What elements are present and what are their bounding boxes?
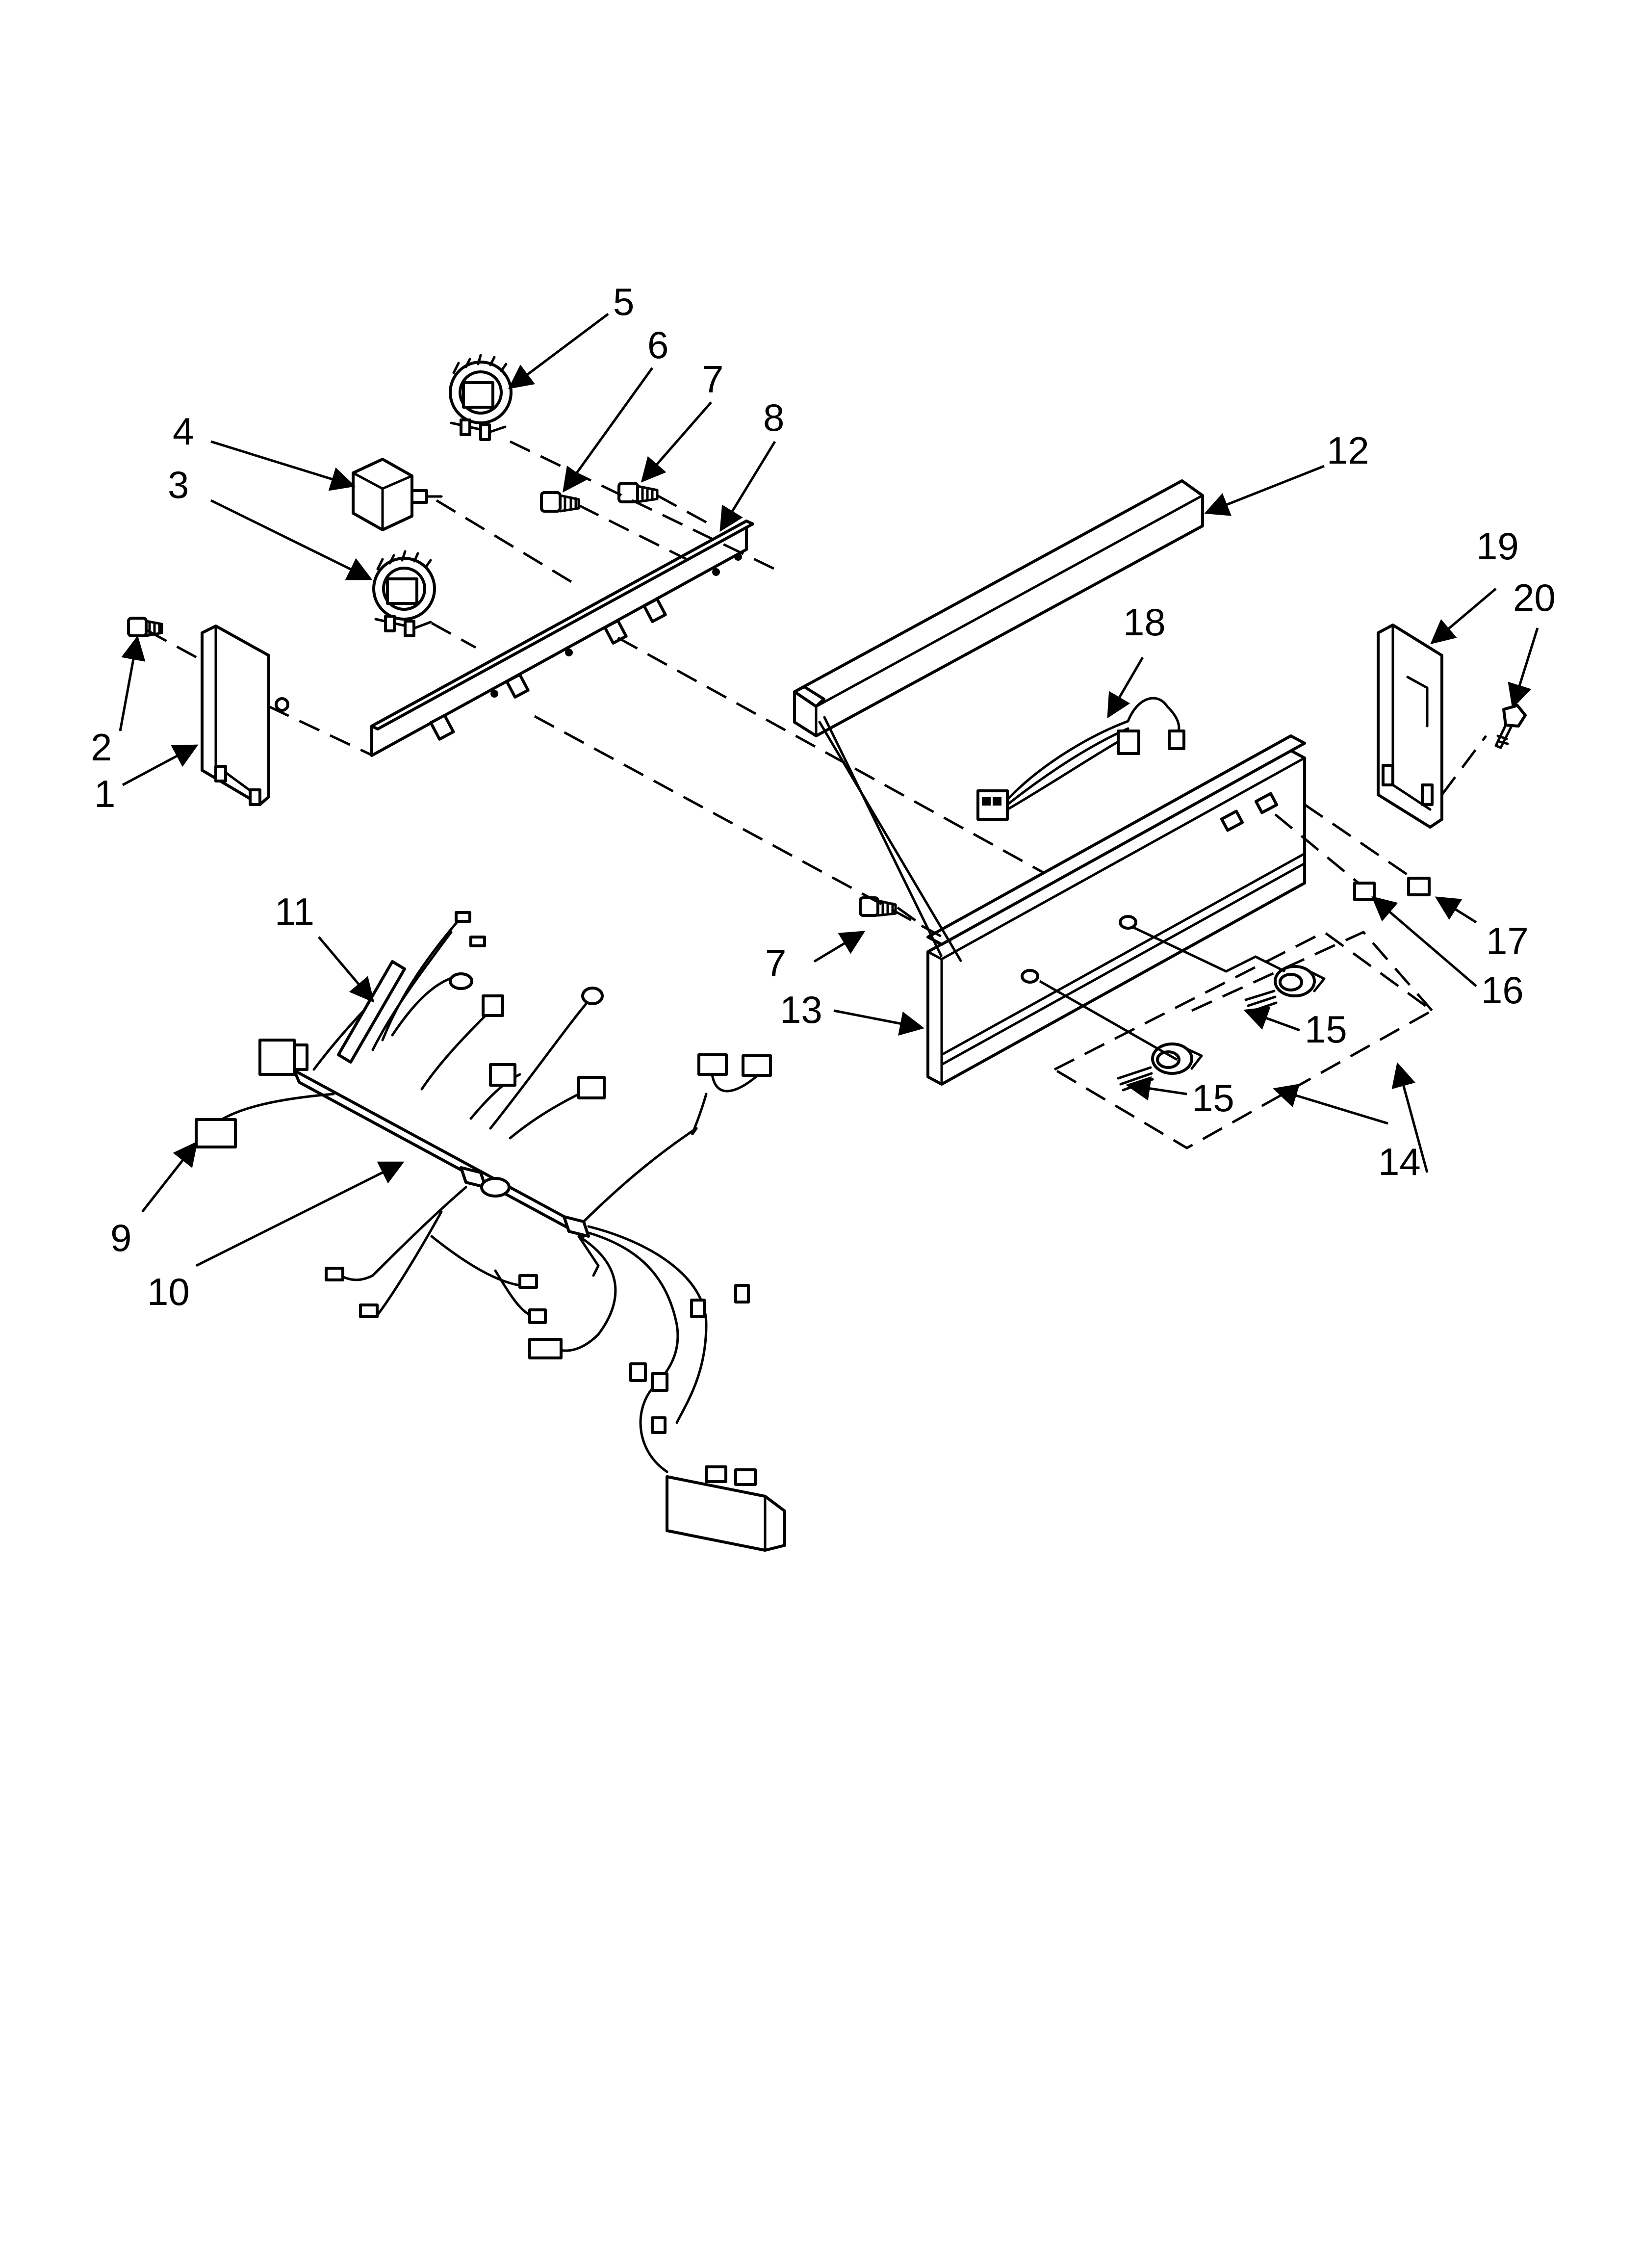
- indicator-light-kit-14: [1052, 930, 1435, 1149]
- callout-8: 8: [763, 396, 784, 439]
- infinite-switch-3: [372, 550, 436, 637]
- assembly-lines: [146, 440, 1487, 1061]
- callout-2: 2: [91, 726, 112, 769]
- main-wire-harness: [195, 911, 786, 1552]
- end-cap-right: [1377, 624, 1443, 829]
- callout-10: 10: [147, 1270, 190, 1313]
- screw-20: [1494, 704, 1527, 749]
- callout-19: 19: [1476, 524, 1519, 568]
- callout-3: 3: [168, 463, 189, 506]
- callout-18: 18: [1123, 600, 1166, 644]
- infinite-switch-5: [449, 354, 513, 441]
- rotary-switch-4: [352, 458, 443, 531]
- wire-harness-18: [976, 697, 1185, 821]
- callout-15-upper: 15: [1305, 1008, 1347, 1051]
- clip-17: [1407, 877, 1431, 896]
- callout-20: 20: [1513, 576, 1556, 619]
- callout-14: 14: [1378, 1140, 1421, 1183]
- clip-16: [1353, 882, 1376, 901]
- callout-9: 9: [110, 1216, 131, 1259]
- screw-7-lower: [859, 896, 897, 917]
- control-bracket: [370, 520, 754, 757]
- callout-6: 6: [647, 323, 668, 366]
- callout-5: 5: [613, 280, 634, 323]
- callout-11: 11: [275, 890, 314, 933]
- callout-13: 13: [780, 988, 822, 1031]
- callout-7-lower: 7: [765, 941, 786, 985]
- screw-2: [127, 617, 163, 637]
- callout-12: 12: [1327, 429, 1369, 472]
- callout-7-upper: 7: [702, 358, 723, 401]
- end-cap-left: [201, 625, 289, 806]
- screw-7-upper: [617, 482, 659, 503]
- callout-numbers: 5 6 7 8 4 3 2 1 12 18 19 20 7 13 15 15 1…: [91, 280, 1556, 1313]
- callout-16: 16: [1481, 968, 1524, 1012]
- callout-17: 17: [1486, 919, 1529, 963]
- indicator-lamp-upper: [1244, 965, 1326, 1013]
- callout-4: 4: [173, 410, 194, 453]
- callout-15-lower: 15: [1192, 1076, 1234, 1120]
- top-trim-12: [793, 479, 1204, 737]
- screw-6: [540, 491, 580, 513]
- control-panel-13: [926, 734, 1306, 1086]
- indicator-lamp-lower: [1117, 1043, 1203, 1092]
- callout-1: 1: [94, 772, 115, 815]
- callout-leaders: [119, 313, 1539, 1267]
